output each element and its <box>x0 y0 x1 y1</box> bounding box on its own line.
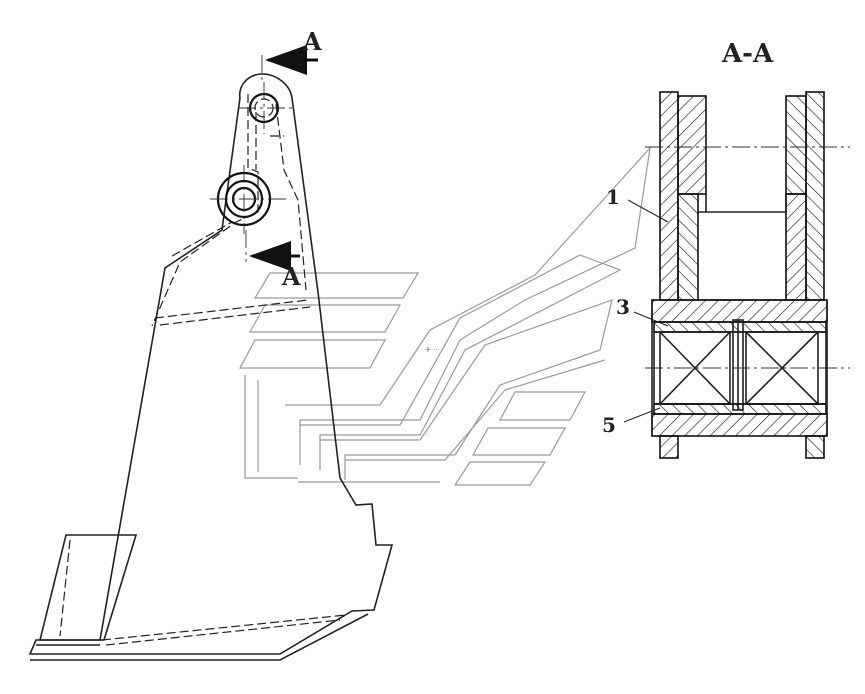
callout-5: 5 <box>602 413 616 437</box>
callout-1: 1 <box>606 185 620 209</box>
section-cut-line <box>245 45 318 271</box>
section-mark-bottom: A <box>281 262 301 291</box>
section-view-aa <box>645 91 850 459</box>
svg-text:✈ ···: ✈ ··· <box>425 346 440 354</box>
callout-leaders <box>623 199 669 423</box>
watermark-logo: ✈ ··· <box>238 146 651 486</box>
ripper-shank-view <box>28 73 394 661</box>
section-view-title: A-A <box>721 39 774 69</box>
section-mark-top: A <box>302 27 322 56</box>
callout-3: 3 <box>616 295 630 319</box>
